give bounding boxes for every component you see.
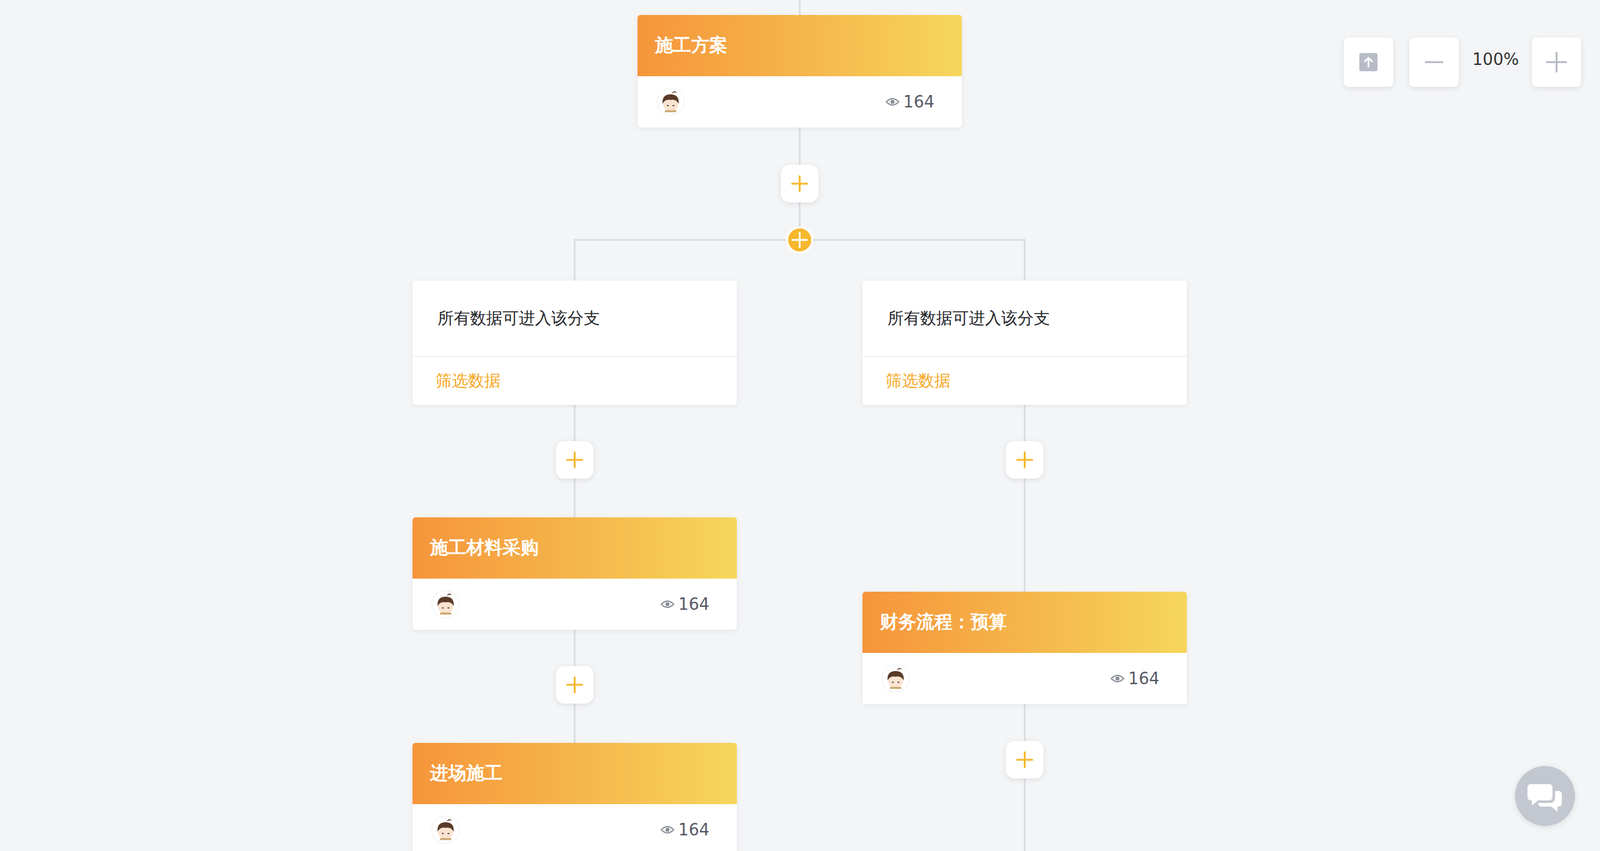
card-title: 施工方案 xyxy=(655,33,728,59)
flow-connector xyxy=(1023,405,1026,592)
process-card: 进场施工 164 xyxy=(412,743,737,851)
avatar xyxy=(431,590,460,619)
filter-link: 筛选数据 xyxy=(885,370,951,392)
branch-add-button xyxy=(787,227,813,253)
view-count: 164 xyxy=(660,595,710,614)
card-header: 财务流程：预算 xyxy=(862,591,1187,654)
condition-text: 所有数据可进入该分支 xyxy=(437,307,600,330)
card-title: 施工材料采购 xyxy=(430,535,539,561)
add-button xyxy=(781,165,819,203)
add-button xyxy=(1006,441,1044,479)
avatar xyxy=(431,815,460,845)
condition-row: 所有数据可进入该分支 xyxy=(862,280,1187,357)
card-title: 财务流程：预算 xyxy=(880,610,1007,635)
filter-link: 筛选数据 xyxy=(435,370,501,392)
view-icon xyxy=(1110,673,1125,684)
card-header: 施工方案 xyxy=(637,15,962,77)
card-body: 164 xyxy=(637,76,962,128)
card-body: 164 xyxy=(412,804,737,851)
card-header: 进场施工 xyxy=(412,743,737,805)
add-button xyxy=(556,666,594,704)
flow-connector xyxy=(573,630,576,744)
view-count: 164 xyxy=(660,820,710,840)
branch-condition-box: 所有数据可进入该分支筛选数据 xyxy=(862,280,1187,405)
zoom-level: 100% xyxy=(1462,50,1529,69)
view-number: 164 xyxy=(903,92,935,112)
view-icon xyxy=(885,96,900,107)
filter-row: 筛选数据 xyxy=(862,356,1187,405)
zoom-out-button xyxy=(1409,37,1459,87)
view-icon xyxy=(660,825,675,835)
view-count: 164 xyxy=(885,92,935,112)
process-card: 财务流程：预算 164 xyxy=(862,591,1187,705)
view-number: 164 xyxy=(678,595,710,614)
flow-connector xyxy=(800,127,1025,281)
flow-connector xyxy=(575,127,800,281)
add-button xyxy=(556,441,594,479)
card-header: 施工材料采购 xyxy=(412,517,737,579)
process-card: 施工材料采购 164 xyxy=(412,517,737,630)
avatar xyxy=(656,87,685,117)
card-body: 164 xyxy=(412,578,737,630)
chat-button xyxy=(1515,766,1575,827)
export-button xyxy=(1343,37,1394,87)
view-number: 164 xyxy=(678,820,710,840)
filter-row: 筛选数据 xyxy=(412,356,737,405)
add-button xyxy=(1006,741,1044,779)
branch-condition-box: 所有数据可进入该分支筛选数据 xyxy=(412,280,737,405)
card-title: 进场施工 xyxy=(430,761,503,787)
incoming-line xyxy=(798,0,801,17)
view-icon xyxy=(660,599,675,610)
zoom-in-button xyxy=(1531,37,1582,87)
outgoing-line xyxy=(1023,704,1026,851)
view-number: 164 xyxy=(1128,669,1160,689)
process-card: 施工方案 164 xyxy=(637,15,962,128)
flow-connector xyxy=(573,405,576,518)
condition-row: 所有数据可进入该分支 xyxy=(412,280,737,357)
avatar xyxy=(881,664,910,694)
condition-text: 所有数据可进入该分支 xyxy=(887,307,1050,330)
card-body: 164 xyxy=(862,653,1187,705)
view-count: 164 xyxy=(1110,669,1160,689)
